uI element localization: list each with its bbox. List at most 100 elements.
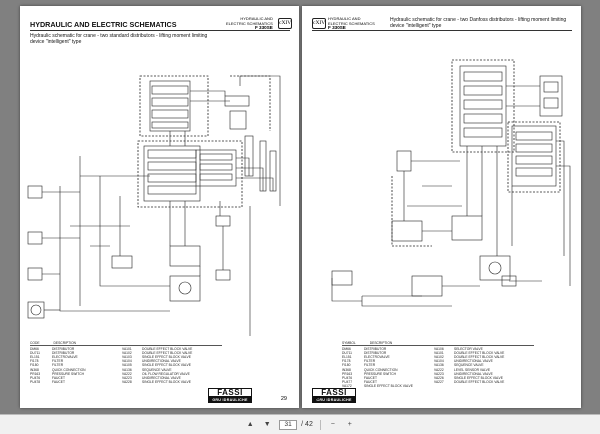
legend-cell: VA223	[122, 375, 132, 380]
legend-cell: PU478	[30, 379, 41, 384]
legend-cell: FI180	[342, 363, 351, 368]
subtitle-line-1: Hydraulic schematic for crane - two Danf…	[390, 17, 567, 23]
legend-cell: VA228	[122, 379, 132, 384]
hydraulic-schematic-diagram	[27, 75, 281, 336]
legend-cell: IN368	[342, 367, 351, 372]
zoom-in-icon[interactable]: +	[347, 421, 352, 428]
legend-cell: SINGLE EFFECT BLOCK VALVE	[454, 375, 503, 380]
legend-cell: ELECTROVALVE	[364, 355, 390, 360]
legend-cell: OIL FLOW REGULATOR VALVE	[142, 371, 190, 376]
logo-text: FASSI	[208, 388, 252, 397]
legend-cell: VA227	[434, 379, 444, 384]
fassi-logo: FASSI GRU IDRAULICHE	[312, 388, 356, 406]
legend-cell: VA136	[434, 363, 444, 368]
legend-cell: PU477	[342, 379, 353, 384]
page-title: HYDRAULIC AND ELECTRIC SCHEMATICS	[30, 20, 177, 29]
header-line-2: ELECTRIC SCHEMATICS	[226, 20, 273, 26]
subtitle: Hydraulic schematic for crane - two Danf…	[390, 17, 566, 29]
legend-cell: DISTRIBUTOR	[52, 351, 75, 356]
legend-cell: SELECTOR VALVE	[454, 347, 483, 352]
logo-text: FASSI	[312, 388, 356, 397]
subtitle-line-2: device "intelligent" type	[390, 23, 442, 29]
legend-cell: DM66	[342, 347, 351, 352]
legend-cell: UNIDIRECTIONAL VALVE	[142, 375, 181, 380]
header-box: HYDRAULIC AND ELECTRIC SCHEMATICS F 330S…	[226, 16, 273, 31]
legend-cell: UNIDIRECTIONAL VALVE	[454, 371, 493, 376]
legend-cell: PR163	[342, 371, 353, 376]
legend-cell	[434, 384, 454, 388]
legend-cell: DOUBLE EFFECT BLOCK VALVE	[454, 351, 505, 356]
subtitle-line-1: Hydraulic schematic for crane - two stan…	[30, 33, 208, 39]
legend-cell: FI180	[30, 363, 39, 368]
legend-header-description: DESCRIPTION	[369, 341, 393, 345]
zoom-out-icon[interactable]: −	[330, 421, 335, 428]
legend-cell: SEQUENCE VALVE	[142, 367, 172, 372]
legend-cell: VA223	[434, 371, 444, 376]
legend-cell: SEQUENCE VALVE	[454, 363, 484, 368]
legend-cell: DOUBLE EFFECT BLOCK VALVE	[142, 351, 193, 356]
legend-cell: SINGLE EFFECT BLOCK VALVE	[142, 379, 191, 384]
legend-cell: FAUCET	[364, 379, 378, 384]
legend-cell: FILTER	[364, 363, 376, 368]
legend-header: SYMBOL DESCRIPTION	[342, 341, 534, 347]
page-number: 30	[314, 396, 321, 402]
legend-cell: LEVEL SENSOR VALVE	[454, 367, 491, 372]
legend-cell: DOUBLE EFFECT BLOCK VALVE	[454, 355, 505, 360]
legend-cell: IN368	[30, 367, 39, 372]
page-number: 29	[280, 396, 287, 402]
model-label: F 330SE	[254, 25, 273, 31]
legend-cell: FILTER	[52, 359, 64, 364]
header-rule	[312, 30, 572, 31]
legend-cell: QUICK CONNECTION	[52, 367, 86, 372]
logo-subtext: GRU IDRAULICHE	[312, 397, 356, 403]
chevron-down-icon[interactable]: ▼	[263, 421, 271, 428]
document-page-30: cXIV HYDRAULIC AND ELECTRIC SCHEMATICS F…	[302, 6, 581, 408]
legend-row: DU711 DISTRIBUTOR VA102 DOUBLE EFFECT BLOCK…	[30, 351, 222, 355]
section-mark: cXIV	[312, 18, 326, 29]
legend-cell: VA222	[122, 371, 132, 376]
legend-cell: DU711	[30, 351, 41, 356]
legend-header-code: CODE	[30, 341, 40, 345]
subtitle-line-2: device "intelligent" type	[30, 39, 82, 45]
legend-cell: VA102	[122, 351, 132, 356]
fassi-logo: FASSI GRU IDRAULICHE	[208, 388, 252, 406]
header-line-2: ELECTRIC SCHEMATICS	[328, 20, 375, 26]
legend-cell: UNIDIRECTIONAL VALVE	[142, 359, 181, 364]
legend-cell: PR163	[30, 371, 41, 376]
legend-cell: VA106	[434, 347, 444, 352]
legend-header-symbol: SYMBOL	[342, 341, 356, 345]
legend-cell: SINGLE EFFECT BLOCK VALVE	[142, 363, 191, 368]
legend-cell: FAUCET	[52, 379, 66, 384]
model-label: F 330SE	[328, 25, 346, 31]
toolbar-divider	[319, 419, 321, 430]
legend-cell: PRESSURE SWITCH	[364, 371, 397, 376]
legend-cell: PU476	[342, 375, 353, 380]
legend-cell: FAUCET	[364, 375, 378, 380]
legend-cell: DOUBLE EFFECT BLOCK VALVE	[142, 347, 193, 352]
page-indicator: 31 / 42	[279, 419, 313, 430]
legend-cell: DISTRIBUTOR	[364, 351, 387, 356]
section-mark: cXIV	[278, 18, 292, 29]
legend-cell: UNIDIRECTIONAL VALVE	[454, 359, 493, 364]
chevron-up-icon[interactable]: ▲	[246, 421, 254, 428]
legend-cell: QUICK CONNECTION	[364, 367, 398, 372]
legend-cell: DU711	[342, 351, 353, 356]
header-line-1: HYDRAULIC AND	[240, 16, 273, 21]
current-page-input[interactable]: 31	[279, 419, 298, 430]
legend-cell: SINGLE EFFECT BLOCK VALVE	[364, 383, 413, 388]
legend-header: CODE DESCRIPTION	[30, 341, 222, 347]
legend-row: FI180 FILTER VA136 SEQUENCE VALVE	[342, 363, 534, 367]
